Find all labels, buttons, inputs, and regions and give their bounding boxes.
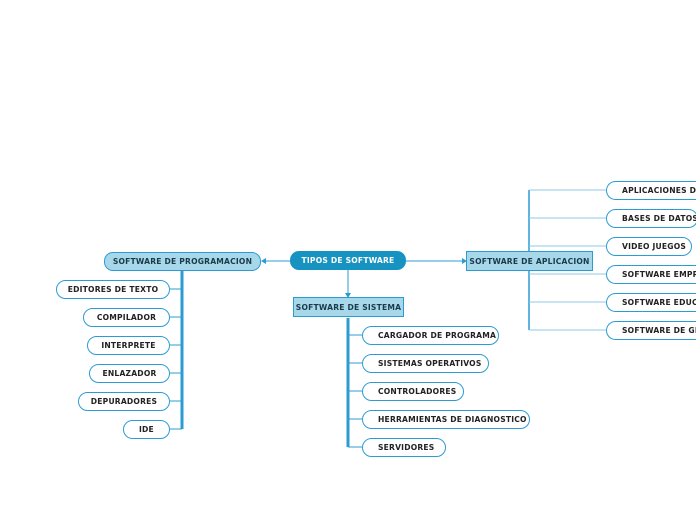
leaf-label: VIDEO JUEGOS: [622, 242, 687, 251]
programacion-child-interprete[interactable]: INTERPRETE: [87, 336, 170, 355]
programacion-label: SOFTWARE DE PROGRAMACION: [112, 257, 253, 266]
aplicacion-child-software-empre[interactable]: SOFTWARE EMPRE: [606, 265, 696, 284]
aplicacion-node[interactable]: SOFTWARE DE APLICACION: [466, 251, 593, 271]
leaf-label: SOFTWARE EDUCAT: [622, 298, 696, 307]
root-node[interactable]: TIPOS DE SOFTWARE: [290, 251, 406, 270]
programacion-child-ide[interactable]: IDE: [123, 420, 170, 439]
sistema-child-controladores[interactable]: CONTROLADORES: [362, 382, 464, 401]
programacion-child-enlazador[interactable]: ENLAZADOR: [89, 364, 170, 383]
programacion-child-editores[interactable]: EDITORES DE TEXTO: [56, 280, 170, 299]
sistema-child-herramientas[interactable]: HERRAMIENTAS DE DIAGNOSTICO: [362, 410, 530, 429]
leaf-label: SERVIDORES: [378, 443, 435, 452]
leaf-label: SOFTWARE EMPRE: [622, 270, 696, 279]
programacion-child-compilador[interactable]: COMPILADOR: [83, 308, 170, 327]
leaf-label: HERRAMIENTAS DE DIAGNOSTICO: [378, 415, 527, 424]
programacion-node[interactable]: SOFTWARE DE PROGRAMACION: [104, 252, 261, 271]
aplicacion-child-bases-de-datos[interactable]: BASES DE DATOS: [606, 209, 696, 228]
arrowhead-programacion: [261, 258, 266, 264]
leaf-label: INTERPRETE: [101, 341, 156, 350]
aplicacion-child-aplicaciones[interactable]: APLICACIONES DE: [606, 181, 696, 200]
sistema-child-servidores[interactable]: SERVIDORES: [362, 438, 446, 457]
leaf-label: APLICACIONES DE: [622, 186, 696, 195]
leaf-label: SISTEMAS OPERATIVOS: [378, 359, 482, 368]
leaf-label: CARGADOR DE PROGRAMA: [378, 331, 497, 340]
root-label: TIPOS DE SOFTWARE: [301, 256, 395, 265]
leaf-label: DEPURADORES: [90, 397, 158, 406]
leaf-label: EDITORES DE TEXTO: [67, 285, 159, 294]
leaf-label: BASES DE DATOS: [622, 214, 696, 223]
aplicacion-child-video-juegos[interactable]: VIDEO JUEGOS: [606, 237, 692, 256]
sistema-child-cargador[interactable]: CARGADOR DE PROGRAMA: [362, 326, 499, 345]
sistema-label: SOFTWARE DE SISTEMA: [295, 302, 402, 312]
aplicacion-child-software-de-ges[interactable]: SOFTWARE DE GES: [606, 321, 696, 340]
arrowhead-aplicacion: [462, 258, 467, 264]
leaf-label: SOFTWARE DE GES: [622, 326, 696, 335]
sistema-child-sistemas-operativos[interactable]: SISTEMAS OPERATIVOS: [362, 354, 489, 373]
arrowhead-sistema: [345, 293, 351, 298]
leaf-label: COMPILADOR: [96, 313, 157, 322]
programacion-child-depuradores[interactable]: DEPURADORES: [78, 392, 170, 411]
sistema-node[interactable]: SOFTWARE DE SISTEMA: [293, 297, 404, 317]
aplicacion-child-software-educat[interactable]: SOFTWARE EDUCAT: [606, 293, 696, 312]
leaf-label: ENLAZADOR: [102, 369, 157, 378]
leaf-label: IDE: [139, 425, 154, 434]
aplicacion-label: SOFTWARE DE APLICACION: [469, 256, 590, 266]
leaf-label: CONTROLADORES: [378, 387, 457, 396]
